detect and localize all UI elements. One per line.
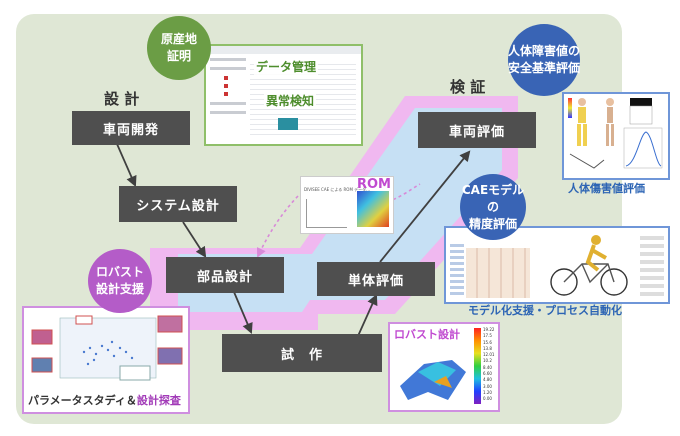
injury-evaluation-caption: 人体傷害値評価 <box>568 182 645 195</box>
prototype-box[interactable]: 試 作 <box>222 334 382 372</box>
parameter-study-caption: パラメータスタディ＆設計探査 <box>28 394 181 407</box>
cae-accuracy-circle: CAEモデルの精度評価 <box>460 174 526 240</box>
property-panel <box>640 236 664 298</box>
mesh-views <box>466 248 530 298</box>
robust-design-support-circle: ロバスト設計支援 <box>88 249 152 313</box>
part-stress-model <box>400 360 466 400</box>
rom-link-right <box>381 183 421 205</box>
vehicle-development-box[interactable]: 車両開発 <box>72 111 190 145</box>
arrow-proto-to-unit <box>357 294 378 337</box>
bicycle-model <box>550 235 628 296</box>
sidebar-list <box>210 58 246 138</box>
model-tree <box>450 244 464 298</box>
arrow-part-to-proto <box>233 291 253 334</box>
highlight-bars <box>278 118 298 130</box>
injury-evaluation-panel <box>562 92 670 180</box>
robust-design-title: ロバスト設計 <box>394 328 460 341</box>
data-management-panel: データ管理 異常検知 <box>204 44 363 146</box>
anomaly-detection-title: 異常検知 <box>264 92 317 109</box>
safety-standard-circle: 人体障害値の安全基準評価 <box>508 24 580 96</box>
cae-model-panel <box>444 226 670 304</box>
stress-colorbar <box>474 328 481 404</box>
data-management-title: データ管理 <box>254 58 319 75</box>
rom-panel: DIVISEE CAE による ROM データ… ROM <box>300 176 394 234</box>
modeling-support-caption: モデル化支援・プロセス自動化 <box>468 304 622 317</box>
parameter-study-figure <box>31 315 183 381</box>
unit-evaluation-box[interactable]: 単体評価 <box>317 262 435 296</box>
arrow-system-to-part <box>182 221 207 258</box>
part-design-box[interactable]: 部品設計 <box>166 257 284 293</box>
injury-evaluation-figure <box>568 98 663 169</box>
rom-label: ROM <box>357 177 391 192</box>
window-titlebar <box>206 46 361 54</box>
vehicle-evaluation-box[interactable]: 車両評価 <box>418 112 536 148</box>
parameter-study-panel: パラメータスタディ＆設計探査 <box>22 306 190 414</box>
verification-label: 検 証 <box>450 78 486 96</box>
origin-proof-circle: 原産地証明 <box>147 16 211 80</box>
rom-link-left <box>256 195 299 258</box>
system-design-box[interactable]: システム設計 <box>119 186 237 222</box>
rom-contour-map <box>357 191 389 227</box>
design-label: 設 計 <box>104 90 140 108</box>
rom-scatter-plot <box>306 199 347 228</box>
arrow-vehicle-to-system <box>116 143 137 187</box>
rom-panel-heading: DIVISEE CAE による ROM データ… <box>304 187 371 192</box>
arrow-unit-to-vehicle-eval <box>379 150 471 263</box>
